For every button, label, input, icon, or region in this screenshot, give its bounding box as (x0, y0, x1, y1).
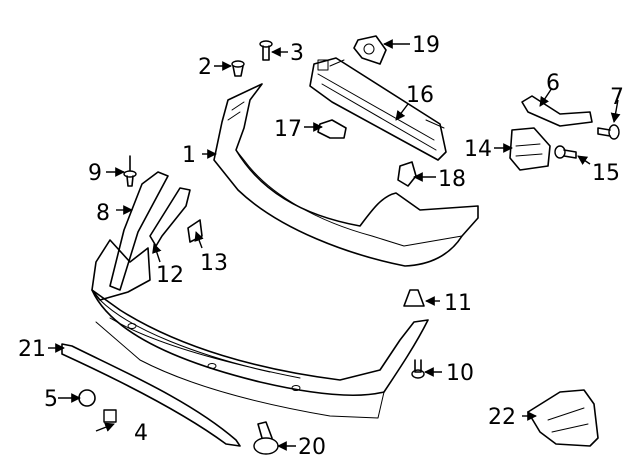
callout-21: 21 (18, 337, 46, 362)
part-18-clip-bracket (397, 161, 417, 187)
callout-17: 17 (274, 117, 302, 142)
part-20-sensor (253, 421, 279, 455)
part-1-upper-bumper-cover (213, 83, 479, 267)
callout-13: 13 (200, 251, 228, 276)
callout-3: 3 (290, 41, 304, 66)
part-19-bracket-plate (353, 35, 387, 65)
part-17-bracket (317, 119, 347, 139)
part-11-clip-nut (403, 289, 425, 307)
part-6-bracket-arm (521, 95, 593, 127)
callout-1: 1 (182, 143, 196, 168)
part-5-plug (78, 389, 96, 407)
callout-10: 10 (446, 361, 474, 386)
part-10-bolt (411, 359, 425, 379)
callout-18: 18 (438, 167, 466, 192)
callout-16: 16 (406, 83, 434, 108)
callout-22: 22 (488, 405, 516, 430)
part-15-bolt (554, 145, 577, 159)
callout-14: 14 (464, 137, 492, 162)
callout-4: 4 (134, 421, 148, 446)
part-9-push-fastener (123, 155, 137, 187)
leader-lines (48, 39, 621, 451)
callout-8: 8 (96, 201, 110, 226)
callout-20: 20 (298, 435, 326, 460)
callout-6: 6 (546, 71, 560, 96)
part-2-push-pin (231, 60, 245, 77)
part-7-screw (597, 124, 620, 140)
part-22-splash-shield (527, 389, 599, 447)
callout-labels: 1 2 3 4 5 6 7 8 9 10 11 12 13 14 15 16 1… (18, 33, 624, 460)
part-3-bolt (259, 40, 273, 61)
callout-11: 11 (444, 291, 472, 316)
callout-9: 9 (88, 161, 102, 186)
lower-bumper-cover (91, 239, 429, 419)
callout-2: 2 (198, 55, 212, 80)
part-4-clip (103, 409, 117, 423)
callout-12: 12 (156, 263, 184, 288)
callout-5: 5 (44, 387, 58, 412)
part-21-lower-trim-strip (61, 343, 241, 447)
callout-15: 15 (592, 161, 620, 186)
callout-7: 7 (610, 85, 624, 110)
part-16-reinforcement-beam (309, 57, 447, 161)
part-12-inner-bracket (149, 187, 191, 247)
part-14-side-bracket (509, 127, 551, 171)
part-13-pad (187, 219, 203, 243)
callout-19: 19 (412, 33, 440, 58)
